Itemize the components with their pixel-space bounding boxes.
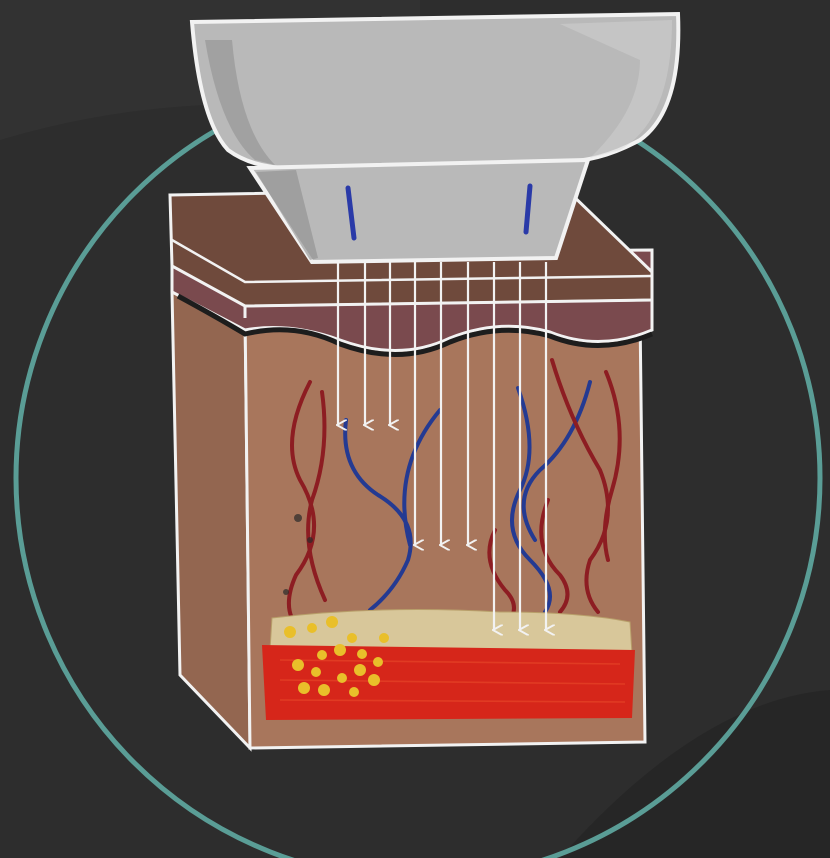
skin-block xyxy=(170,188,652,748)
block-side-face xyxy=(172,292,250,748)
